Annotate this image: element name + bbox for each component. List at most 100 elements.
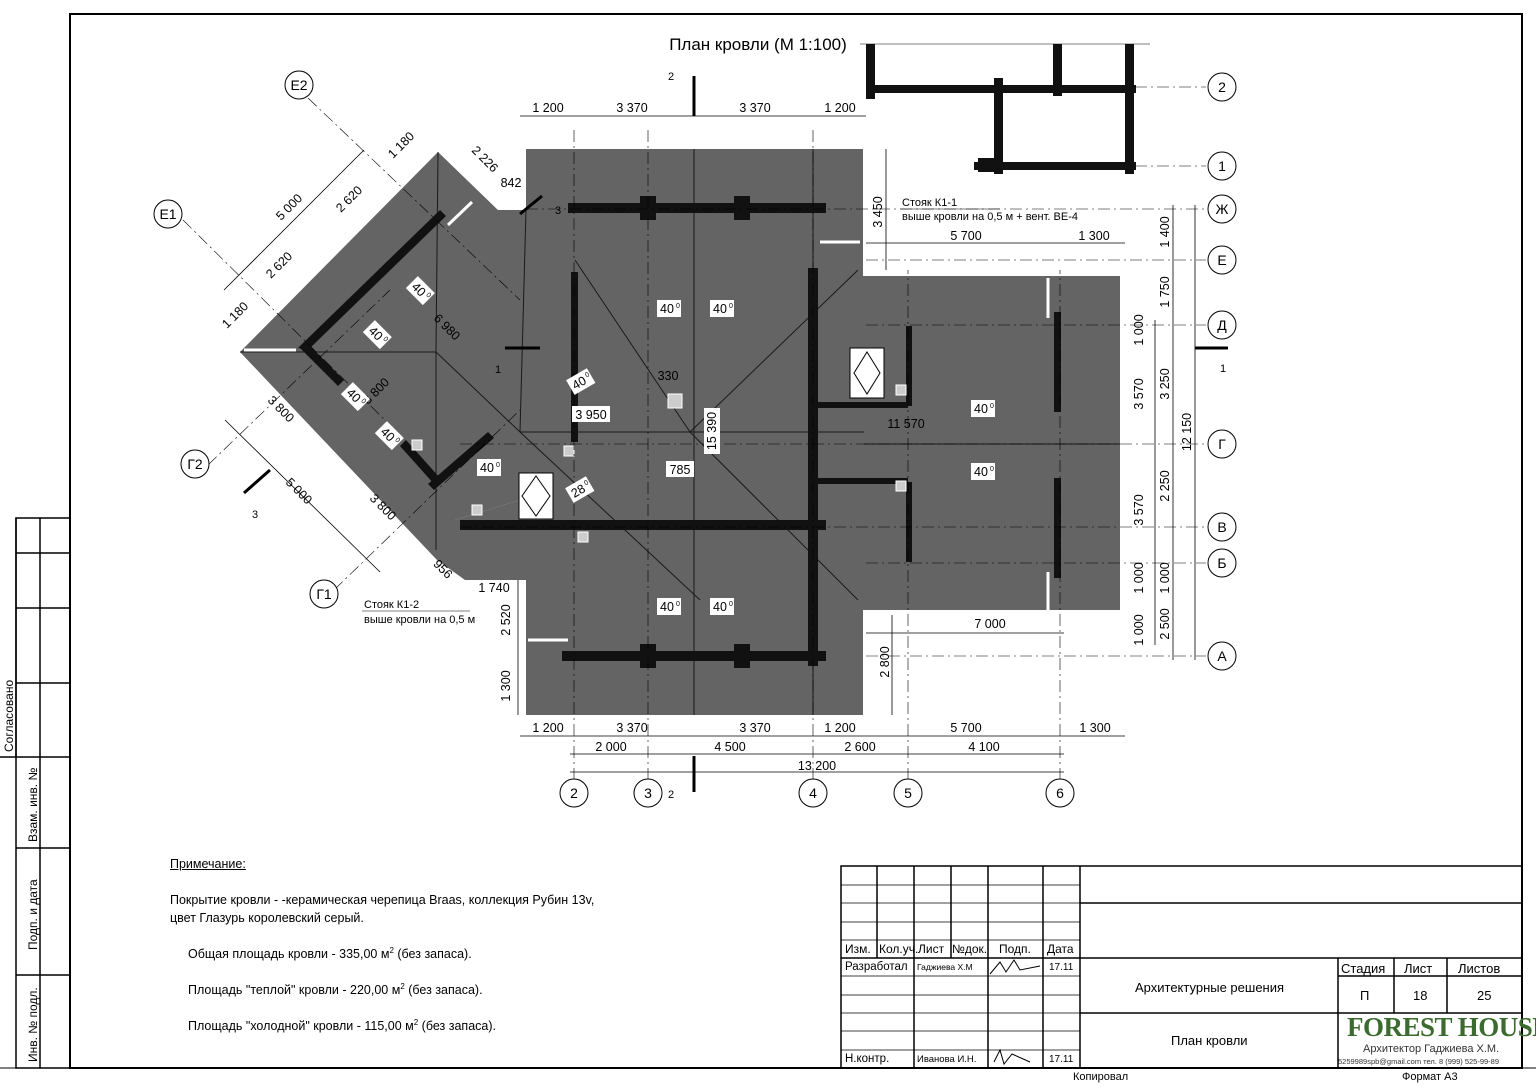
slope-value: 28	[569, 481, 588, 500]
dim-right-total: 12 150	[1180, 413, 1194, 451]
stamp-sheet-value: 18	[1413, 988, 1428, 1003]
dim-top-0: 1 200	[532, 101, 563, 115]
slope-degree: 0	[729, 303, 733, 310]
slope-degree: 0	[990, 466, 994, 473]
axis-bubble-g1: Г1	[316, 586, 332, 602]
stamp-stage-value: П	[1360, 988, 1370, 1003]
riser-notes: Стояк К1-1 выше кровли на 0,5 м + вент. …	[362, 197, 1078, 626]
stamp-contacts: 5259989spb@gmail.com тел. 8 (999) 525-99…	[1338, 1057, 1500, 1066]
vent-markers	[411, 384, 907, 543]
dim-bot1-0: 1 200	[532, 721, 563, 735]
dim-top-1: 3 370	[616, 101, 647, 115]
axis-bubble-circle	[1207, 194, 1237, 224]
axis-bubble-label: А	[1217, 648, 1227, 664]
stamp-norm-date: 17.11	[1049, 1054, 1074, 1065]
slope-degree: 0	[676, 303, 680, 310]
axis-bubble-circle	[1207, 548, 1237, 578]
stamp-architect: Архитектор Гаджиева Х.М.	[1363, 1043, 1500, 1055]
axis-bubble-label: 4	[809, 785, 817, 801]
stamp-h-list: Лист	[918, 942, 945, 956]
slope-value: 40	[974, 402, 988, 416]
dim-2226: 2 226	[469, 143, 501, 175]
company-logo: FOREST HOUSE	[1347, 1012, 1536, 1042]
slope-degree: 0	[496, 462, 500, 469]
dim-top-3: 1 200	[824, 101, 855, 115]
slope-degree: 0	[584, 371, 591, 379]
axis-bubble-circle	[1207, 310, 1237, 340]
title-block-grid	[840, 865, 1523, 1069]
stamp-stage-header: Стадия	[1341, 961, 1386, 976]
strip-inv-no: Инв. № подл.	[26, 987, 40, 1062]
riser-k1-2-text: выше кровли на 0,5 м	[364, 614, 475, 626]
cut-label-2-bottom: 2	[668, 789, 674, 801]
dim-2800: 2 800	[878, 646, 892, 677]
axis-bubble-g2: Г2	[187, 456, 203, 472]
cut-label-3-left: 3	[252, 509, 258, 521]
slope-degree: 0	[676, 601, 680, 608]
stamp-section: Архитектурные решения	[1135, 980, 1285, 995]
axis-bubble-circle	[798, 778, 828, 808]
slope-value: 40	[974, 465, 988, 479]
slope-label: 400	[566, 368, 596, 395]
axis-bubble-label: Б	[1217, 555, 1226, 571]
dim-bot2-1: 4 500	[714, 740, 745, 754]
skylight-window-right	[849, 347, 885, 399]
axis-bubble-circle	[1207, 512, 1237, 542]
dim-3950: 3 950	[575, 408, 606, 422]
area-cold-sup: 2	[413, 1018, 419, 1027]
area-warm-sup: 2	[400, 982, 405, 991]
slope-label: 400	[340, 382, 370, 412]
notes-heading: Примечание:	[170, 857, 246, 871]
dim-bot1-5: 1 300	[1079, 721, 1110, 735]
strip-swap-inv: Взам. инв. №	[26, 767, 40, 842]
area-total-tail: (без запаса).	[393, 947, 472, 962]
dim-785: 785	[670, 463, 691, 477]
area-total-text: Общая площадь кровли - 335,00 м	[188, 947, 390, 962]
boxed-dims: 3 950 785 15 390	[572, 406, 720, 477]
axis-bubble-circle	[1207, 245, 1237, 275]
dim-1300: 1 300	[499, 670, 513, 701]
axis-bubble-circle	[1207, 72, 1237, 102]
dim-1180-a: 1 180	[385, 129, 417, 161]
dim-top-2: 3 370	[739, 101, 770, 115]
slope-degree: 0	[359, 398, 367, 406]
axis-bubble-label: 5	[904, 785, 912, 801]
slope-value: 40	[660, 302, 674, 316]
cut-label-2-top: 2	[668, 71, 674, 83]
slope-degree: 0	[381, 336, 389, 344]
dim-wing-top-1: 1 300	[1078, 229, 1109, 243]
axis-bubble-label: 3	[644, 785, 652, 801]
footer-copied: Копировал	[1073, 1071, 1129, 1083]
dim-bot1-3: 1 200	[824, 721, 855, 735]
dim-1180-b: 1 180	[219, 299, 251, 331]
slope-label: 280	[565, 476, 595, 503]
slope-label: 400	[405, 276, 435, 306]
strip-sign-date: Подп. и дата	[26, 879, 40, 950]
dim-bot2-2: 2 600	[844, 740, 875, 754]
area-cold-text: Площадь "холодной" кровли - 115,00 м	[188, 1019, 414, 1034]
axis-bubble-label: 2	[1218, 79, 1226, 95]
axis-bubble-e2: Е2	[290, 77, 307, 93]
slope-degree: 0	[424, 292, 432, 300]
notes-area-warm: Площадь "теплой" кровли - 220,00 м2 (без…	[188, 982, 483, 999]
dim-r2-0: 1 000	[1132, 314, 1146, 345]
area-cold-tail: (без запаса).	[418, 1019, 496, 1034]
dim-total-bottom: 13 200	[798, 759, 836, 773]
section-cut-marks	[243, 76, 1228, 792]
notes-line1: Покрытие кровли - -керамическая черепица…	[170, 893, 595, 907]
dim-3450: 3 450	[871, 196, 885, 227]
slope-value: 40	[713, 302, 727, 316]
axis-bubble-circle	[633, 778, 663, 808]
notes-line2: цвет Глазурь королевский серый.	[170, 911, 364, 925]
roof-edge-gaps	[244, 200, 1050, 642]
axis-bubble-label: 6	[1056, 785, 1064, 801]
axis-bubble-e1: Е1	[159, 206, 176, 222]
slope-label: 400	[374, 421, 404, 451]
